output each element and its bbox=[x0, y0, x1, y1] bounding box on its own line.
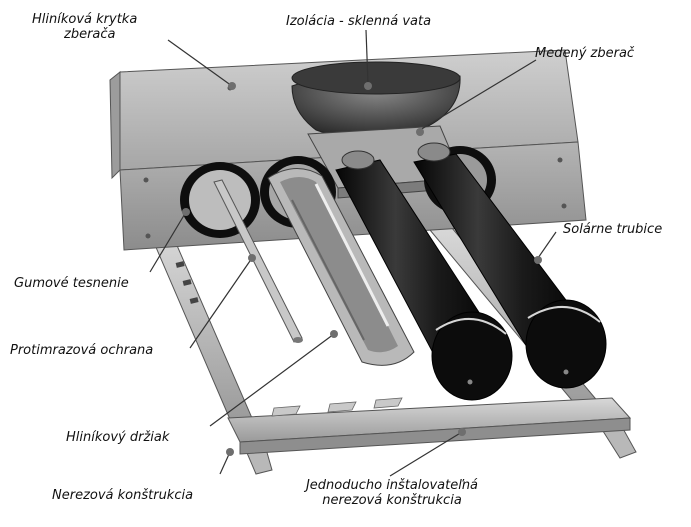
label-cover-line2: zberača bbox=[32, 27, 137, 42]
dot-tubes bbox=[534, 256, 542, 264]
label-frost: Protimrazová ochrana bbox=[10, 343, 153, 358]
label-cover-line1: Hliníková krytka bbox=[32, 12, 137, 27]
label-easy-line1: Jednoducho inštalovateľná bbox=[282, 478, 502, 493]
label-tubes: Solárne trubice bbox=[563, 222, 662, 237]
label-cover: Hliníková krytka zberača bbox=[32, 12, 137, 42]
label-easy: Jednoducho inštalovateľná nerezová konšt… bbox=[282, 478, 502, 508]
label-easy-line2: nerezová konštrukcia bbox=[282, 493, 502, 508]
dot-collector bbox=[416, 128, 424, 136]
dot-cover bbox=[228, 82, 236, 90]
dot-easy bbox=[458, 428, 466, 436]
dot-gasket bbox=[182, 208, 190, 216]
bottom-crossbar bbox=[228, 398, 630, 454]
label-frame: Nerezová konštrukcia bbox=[52, 488, 193, 503]
label-gasket: Gumové tesnenie bbox=[14, 276, 129, 291]
label-collector: Medený zberač bbox=[535, 46, 634, 61]
dot-holder bbox=[330, 330, 338, 338]
dot-insulation bbox=[364, 82, 372, 90]
leader-tubes bbox=[538, 232, 556, 258]
dot-frost bbox=[248, 254, 256, 262]
label-holder: Hliníkový držiak bbox=[66, 430, 169, 445]
dot-frame bbox=[226, 448, 234, 456]
label-insulation: Izolácia - sklenná vata bbox=[286, 14, 431, 29]
